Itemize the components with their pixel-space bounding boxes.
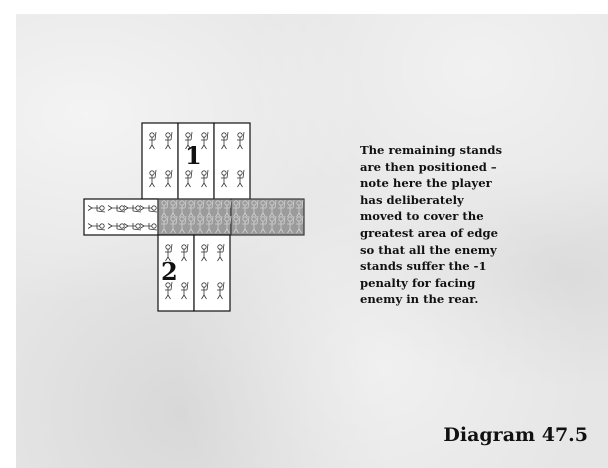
caption-line: stands suffer the -1 — [360, 258, 550, 275]
caption-line: has deliberately — [360, 192, 550, 209]
stand-group-1-number: 1 — [185, 141, 202, 170]
stand-2b — [194, 235, 230, 311]
stand-group-2-number: 2 — [161, 257, 178, 286]
stand-1a — [142, 123, 178, 199]
caption-line: note here the player — [360, 175, 550, 192]
stand-1c — [214, 123, 250, 199]
caption-line: penalty for facing — [360, 275, 550, 292]
caption-line: The remaining stands — [360, 142, 550, 159]
caption-text: The remaining stands are then positioned… — [360, 142, 550, 308]
caption-line: enemy in the rear. — [360, 291, 550, 308]
caption-line: moved to cover the — [360, 208, 550, 225]
diagram-label: Diagram 47.5 — [443, 424, 588, 446]
caption-line: greatest area of edge — [360, 225, 550, 242]
caption-line: are then positioned – — [360, 159, 550, 176]
caption-line: so that all the enemy — [360, 242, 550, 259]
